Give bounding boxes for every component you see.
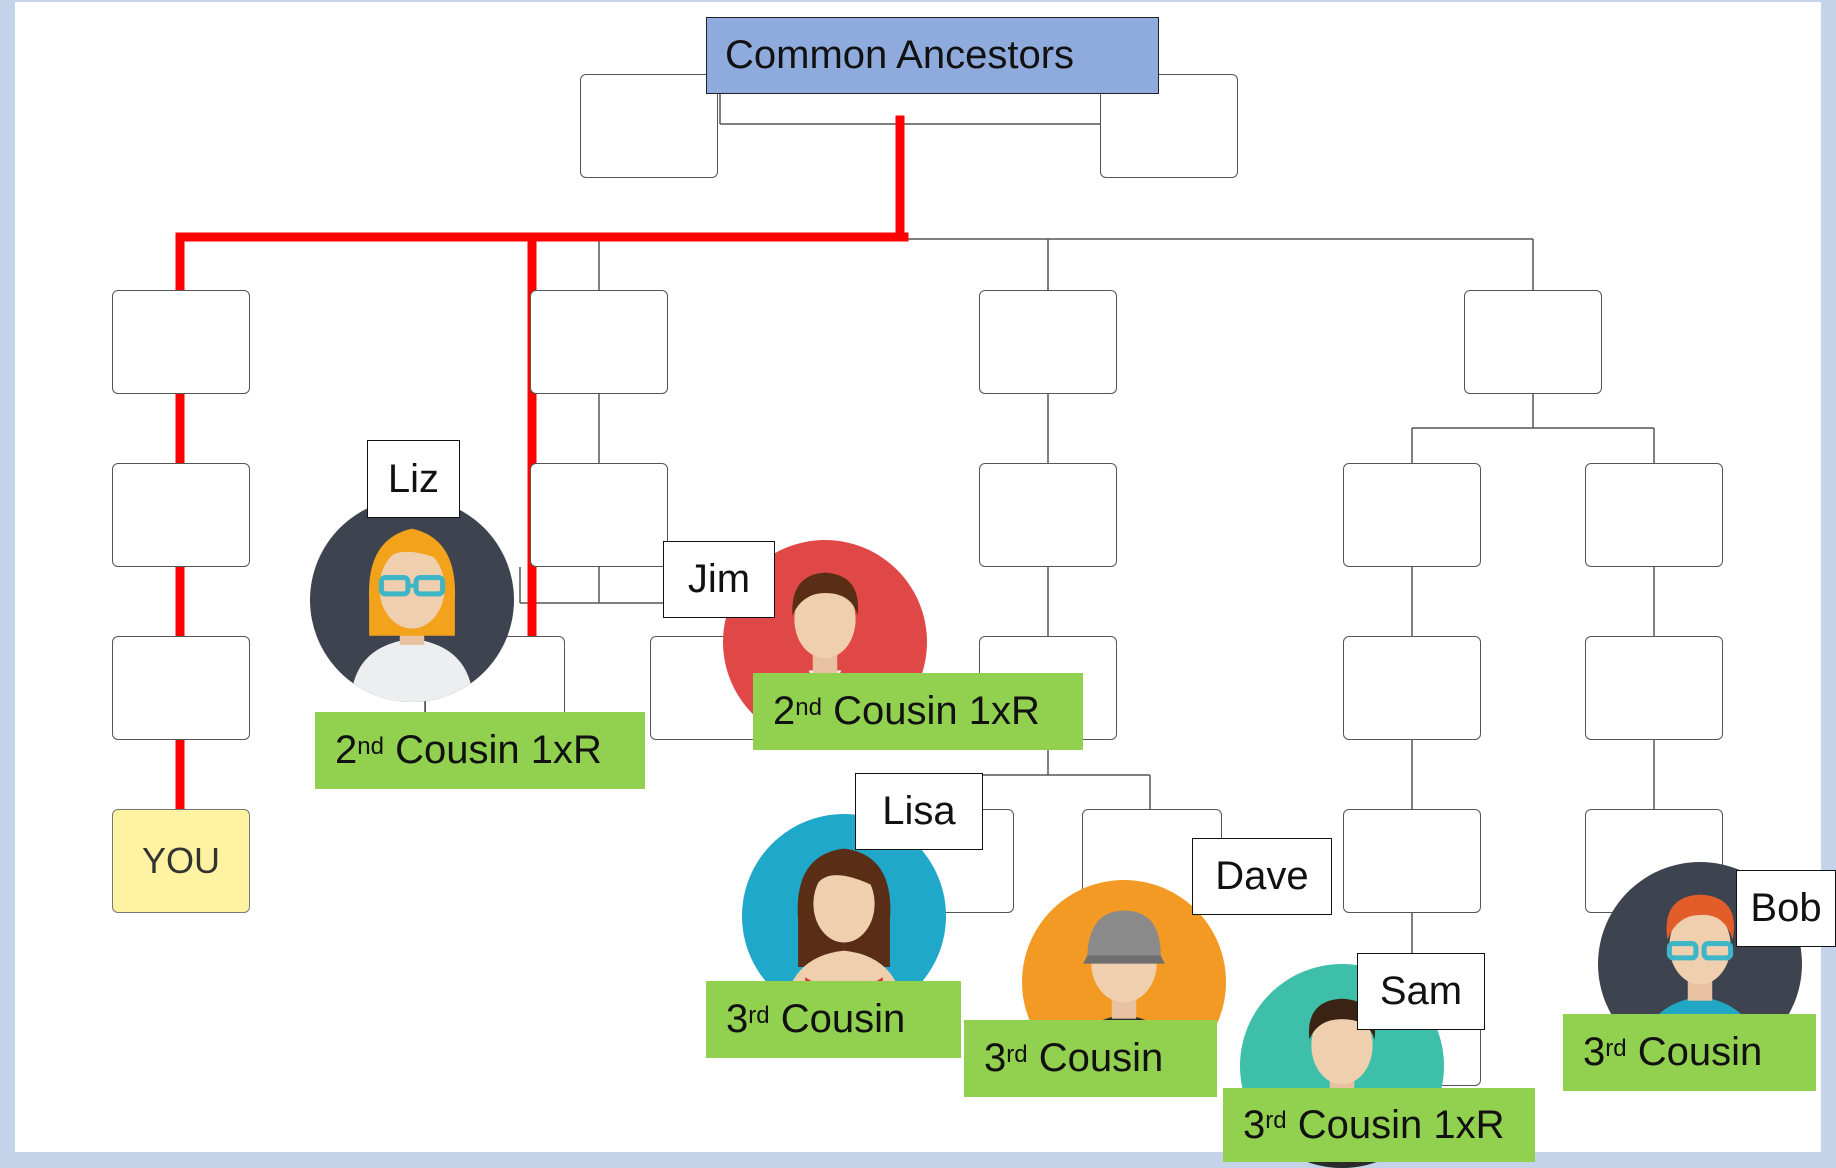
person-box[interactable] [1585, 636, 1723, 740]
name-tag-bob[interactable]: Bob [1736, 870, 1836, 947]
person-box[interactable] [112, 463, 250, 567]
liz-avatar-icon [310, 498, 514, 702]
person-box[interactable] [530, 290, 668, 394]
name-tag-sam[interactable]: Sam [1357, 953, 1485, 1030]
person-box[interactable] [1585, 463, 1723, 567]
person-box[interactable] [979, 463, 1117, 567]
name-tag-dave[interactable]: Dave [1192, 838, 1332, 915]
common-ancestors-title: Common Ancestors [706, 17, 1159, 94]
person-box[interactable] [1343, 463, 1481, 567]
you-box[interactable]: YOU [112, 809, 250, 913]
person-box[interactable] [112, 290, 250, 394]
name-tag-liz[interactable]: Liz [367, 440, 460, 518]
person-box[interactable] [1343, 809, 1481, 913]
person-box[interactable] [112, 636, 250, 740]
person-box[interactable] [979, 290, 1117, 394]
person-box[interactable] [1343, 636, 1481, 740]
name-tag-lisa[interactable]: Lisa [855, 773, 983, 850]
person-box[interactable] [1464, 290, 1602, 394]
name-tag-jim[interactable]: Jim [663, 541, 775, 618]
lisa-avatar-icon [742, 814, 946, 1018]
ancestor-box-left[interactable] [580, 74, 718, 178]
person-box[interactable] [530, 463, 668, 567]
